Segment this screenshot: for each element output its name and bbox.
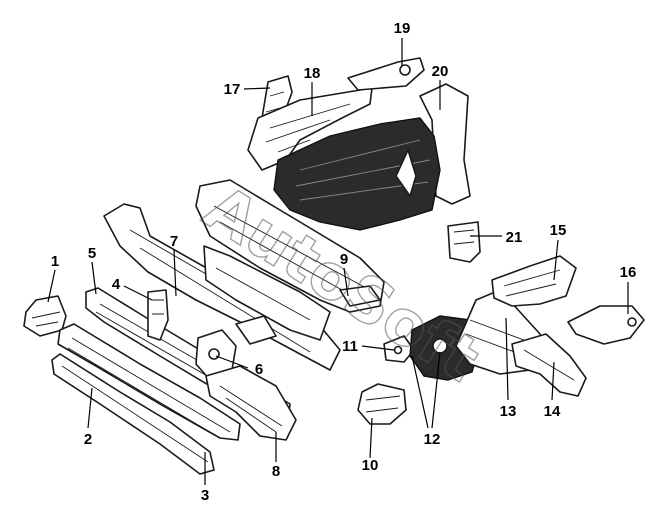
part-14 (511, 333, 587, 397)
leader-6 (215, 355, 249, 369)
callout-19: 19 (394, 20, 411, 37)
leader-14 (551, 361, 555, 401)
part-21 (447, 221, 481, 263)
leader-15 (553, 239, 559, 281)
callout-3: 3 (201, 487, 209, 504)
callout-10: 10 (362, 457, 379, 474)
leader-7 (173, 249, 177, 297)
callout-9: 9 (340, 251, 348, 268)
callout-1: 1 (51, 253, 59, 270)
callout-16: 16 (620, 264, 637, 281)
leader-13 (505, 317, 509, 401)
part-18 (247, 87, 373, 171)
leader-10 (369, 417, 373, 459)
part-19 (347, 57, 425, 91)
callout-6: 6 (255, 361, 263, 378)
leader-11 (361, 345, 395, 351)
leader-4 (123, 285, 153, 301)
leader-9 (343, 267, 349, 297)
callout-14: 14 (544, 403, 561, 420)
callout-20: 20 (432, 63, 449, 80)
part-11 (383, 335, 415, 363)
callout-7: 7 (170, 233, 178, 250)
part-20 (273, 83, 471, 231)
callout-11: 11 (342, 338, 358, 355)
part-10 (357, 383, 407, 425)
callout-4: 4 (112, 276, 121, 293)
leader-5 (91, 261, 97, 295)
part-8 (205, 365, 297, 441)
leader-2 (87, 387, 93, 429)
callout-8: 8 (272, 463, 280, 480)
leader-12a (411, 355, 429, 429)
callout-5: 5 (88, 245, 96, 262)
leader-lines (47, 38, 629, 485)
leader-17 (243, 87, 271, 90)
callout-21: 21 (506, 229, 523, 246)
leader-12b (431, 351, 441, 429)
callout-labels: 1 2 3 4 5 6 7 8 9 10 11 12 13 14 15 16 1… (51, 20, 637, 504)
part-15 (491, 255, 577, 307)
callout-17: 17 (224, 81, 241, 98)
part-1 (23, 295, 67, 337)
callout-12: 12 (424, 431, 441, 448)
part-2 (57, 323, 241, 441)
callout-2: 2 (84, 431, 92, 448)
callout-13: 13 (500, 403, 517, 420)
part-16 (567, 305, 645, 345)
part-9 (195, 179, 385, 341)
part-4 (147, 289, 169, 341)
callout-15: 15 (550, 222, 567, 239)
callout-18: 18 (304, 65, 321, 82)
leader-1 (47, 269, 56, 303)
part-3 (51, 353, 215, 475)
